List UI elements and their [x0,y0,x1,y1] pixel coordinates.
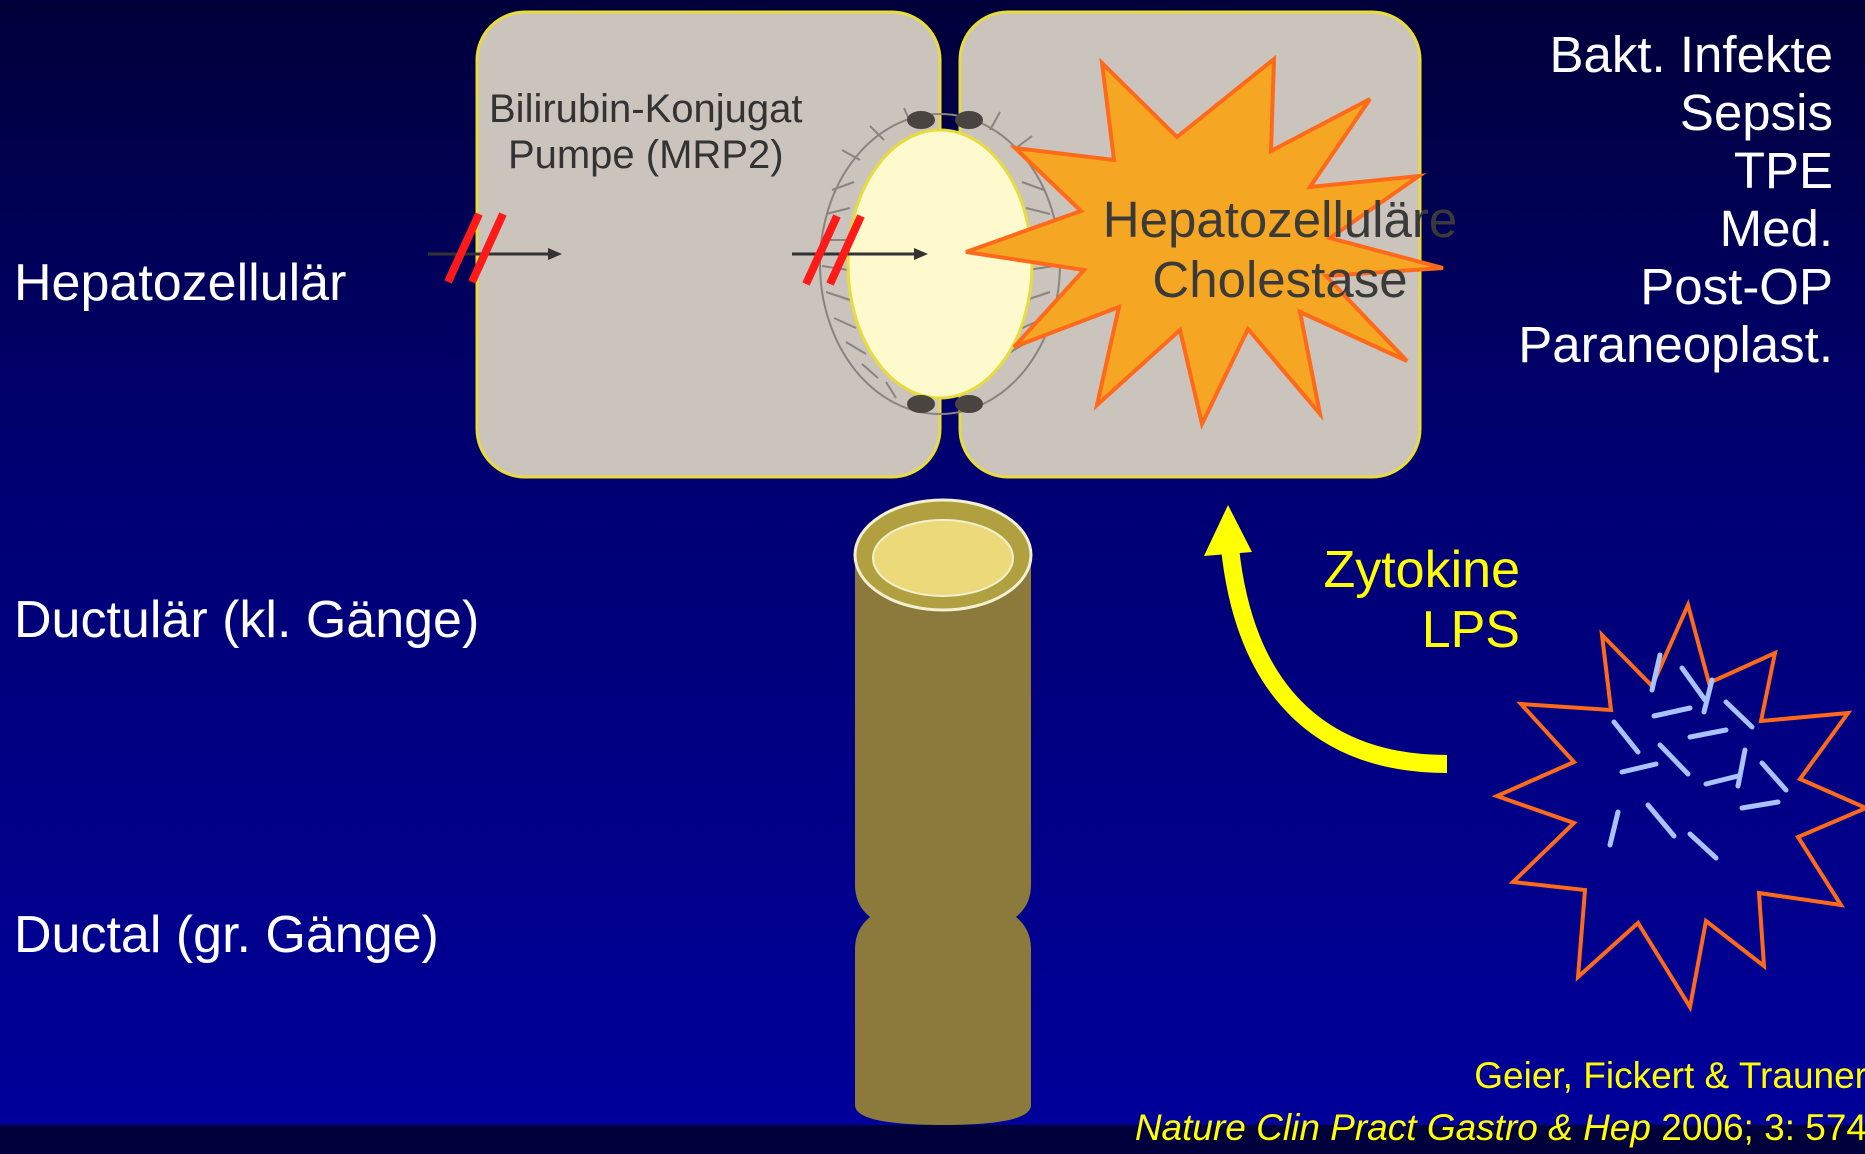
bile-canaliculus [848,130,1032,398]
cause-item: Med. [1518,200,1833,258]
mrp2-label-line2: Pumpe (MRP2) [489,132,803,178]
citation: Geier, Fickert & Trauner Nature Clin Pra… [1135,1050,1865,1154]
citation-journal: Nature Clin Pract Gastro & Hep [1135,1107,1651,1148]
cause-item: Sepsis [1518,84,1833,142]
mediators-label: Zytokine LPS [1280,540,1520,660]
cholestasis-label-line2: Cholestase [1040,250,1520,310]
cause-item: Bakt. Infekte [1518,26,1833,84]
level-hepatocellular: Hepatozellulär [14,257,346,309]
level-ductular: Ductulär (kl. Gänge) [14,594,479,646]
cause-item: Post-OP [1518,258,1833,316]
mrp2-pump-label: Bilirubin-Konjugat Pumpe (MRP2) [489,86,803,178]
mediator-lps: LPS [1280,600,1520,660]
citation-source: Nature Clin Pract Gastro & Hep 2006; 3: … [1135,1102,1865,1154]
citation-details: 2006; 3: 574 [1651,1107,1865,1148]
bacteria-starburst [1497,605,1865,1007]
mediator-cytokines: Zytokine [1280,540,1520,600]
cause-item: Paraneoplast. [1518,316,1833,374]
cause-item: TPE [1518,142,1833,200]
bile-duct [855,500,1031,1125]
mrp2-label-line1: Bilirubin-Konjugat [489,86,803,132]
cholestasis-label: Hepatozelluläre Cholestase [1040,190,1520,310]
level-ductal: Ductal (gr. Gänge) [14,909,439,961]
citation-authors: Geier, Fickert & Trauner [1135,1050,1865,1102]
bacteria [1610,655,1786,858]
causes-list: Bakt. Infekte Sepsis TPE Med. Post-OP Pa… [1518,26,1833,374]
cholestasis-label-line1: Hepatozelluläre [1040,190,1520,250]
